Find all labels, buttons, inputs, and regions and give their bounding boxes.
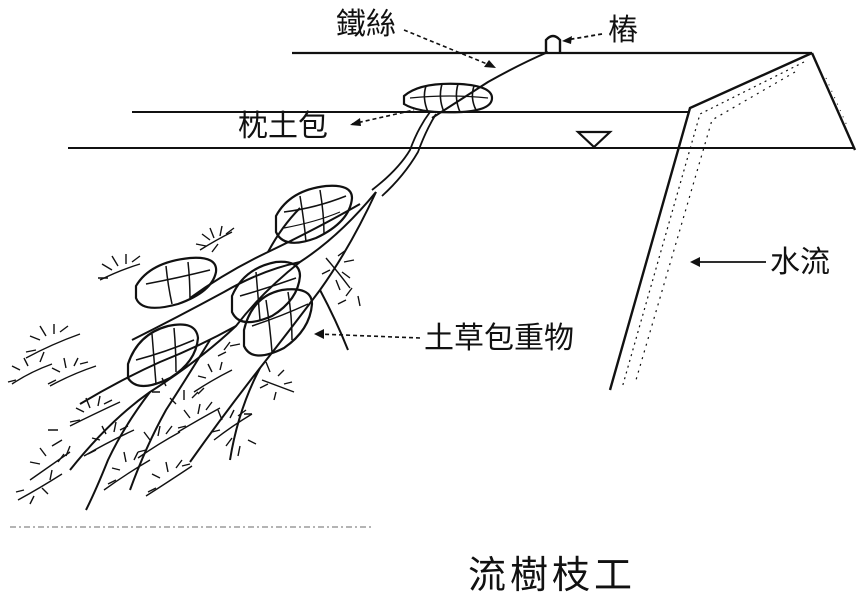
pillow-soil-bag	[402, 82, 494, 114]
weight-bag-upper	[274, 184, 354, 244]
stake-pointer	[565, 33, 603, 41]
stake-label: 樁	[608, 13, 638, 48]
water-level-symbol	[575, 130, 613, 149]
tie-cable-a	[371, 111, 431, 191]
branch-stems	[69, 191, 377, 511]
weight-bag-middle	[230, 260, 302, 324]
weight-bag-pointer	[317, 333, 421, 339]
wire	[431, 51, 549, 119]
water-flow-label: 水流	[770, 245, 830, 280]
tie-cable-b	[381, 113, 437, 197]
embankment	[608, 51, 857, 391]
weight-bag-arrowhead	[314, 329, 324, 339]
weight-bag-left	[134, 256, 218, 309]
pillow-bag-arrowhead	[350, 118, 361, 126]
wire-label: 鐵絲	[336, 7, 396, 42]
wire-pointer	[403, 29, 493, 67]
weight-bag-label: 土草包重物	[424, 321, 574, 356]
pillow-bag-label: 枕土包	[238, 109, 328, 144]
diagram-title: 流樹枝工	[468, 553, 636, 597]
pillow-bag-pointer	[351, 109, 415, 125]
stake-arrowhead	[562, 36, 572, 44]
weight-bag-lower-left	[126, 323, 200, 388]
foliage	[7, 225, 361, 505]
stake	[544, 34, 562, 53]
wire-arrowhead	[484, 60, 496, 68]
weight-bag-lower-right	[242, 288, 314, 357]
water-flow-arrowhead	[690, 257, 700, 267]
